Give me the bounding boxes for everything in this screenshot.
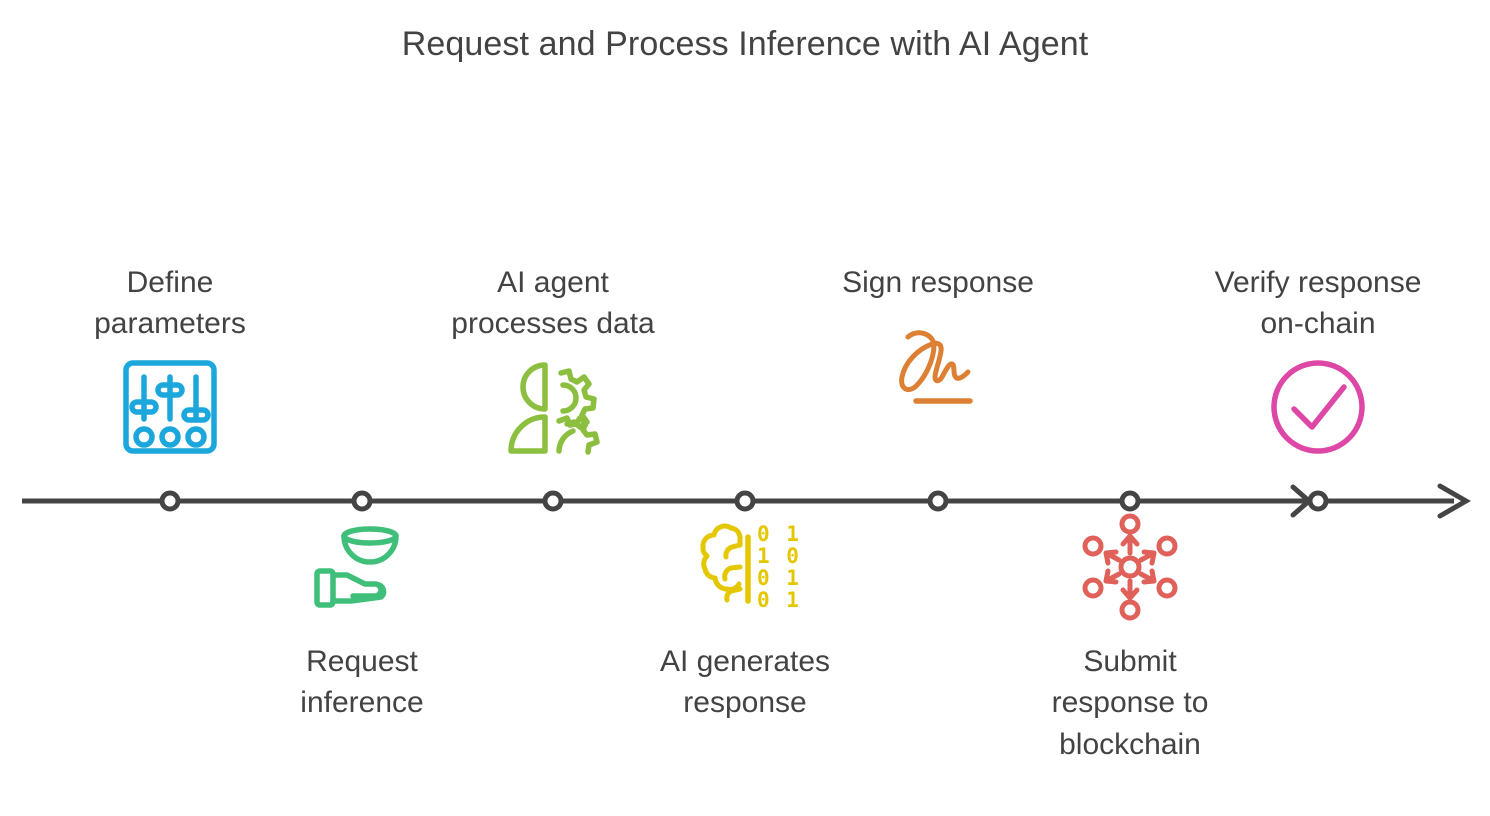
step-label-submit-response-to-blockchain: Submit response to blockchain (1051, 645, 1209, 761)
check-circle-icon (1266, 355, 1370, 459)
step-label-define-parameters: Define parameters (94, 266, 246, 341)
timeline-node-6[interactable] (1119, 490, 1141, 512)
timeline-node-2[interactable] (351, 490, 373, 512)
timeline-step-submit-response-to-blockchain[interactable]: Submit response to blockchain (980, 513, 1280, 800)
svg-text:0 1: 0 1 (757, 522, 801, 546)
timeline-step-ai-agent-processes-data[interactable]: AI agent processes data (403, 262, 703, 492)
timeline-step-ai-generates-response[interactable]: AI generates response 0 1 1 0 0 1 0 1 (595, 515, 895, 800)
svg-text:1 0: 1 0 (757, 544, 801, 568)
network-hub-icon (1078, 513, 1182, 621)
timeline-step-request-inference[interactable]: Request inference (212, 515, 512, 800)
svg-text:0 1: 0 1 (757, 588, 801, 612)
page-title: Request and Process Inference with AI Ag… (401, 25, 1089, 63)
timeline-step-verify-response-on-chain[interactable]: Verify response on-chain (1168, 262, 1468, 492)
person-gear-icon (501, 355, 605, 459)
timeline-node-1[interactable] (159, 490, 181, 512)
timeline-node-5[interactable] (927, 490, 949, 512)
step-label-request-inference: Request inference (300, 645, 424, 720)
step-label-ai-agent-processes-data: AI agent processes data (451, 266, 655, 341)
timeline-node-7[interactable] (1307, 490, 1329, 512)
timeline-node-3[interactable] (542, 490, 564, 512)
timeline-step-define-parameters[interactable]: Define parameters (20, 262, 320, 492)
sliders-icon (118, 355, 222, 459)
signature-icon (886, 313, 990, 417)
step-label-sign-response: Sign response (842, 266, 1034, 299)
hand-bowl-icon (310, 515, 414, 619)
step-label-verify-response-on-chain: Verify response on-chain (1214, 266, 1422, 341)
timeline-step-sign-response[interactable]: Sign response (788, 262, 1088, 492)
svg-text:0 1: 0 1 (757, 566, 801, 590)
timeline-node-4[interactable] (734, 490, 756, 512)
brain-binary-icon: 0 1 1 0 0 1 0 1 (693, 515, 799, 619)
step-label-ai-generates-response: AI generates response (659, 645, 831, 720)
